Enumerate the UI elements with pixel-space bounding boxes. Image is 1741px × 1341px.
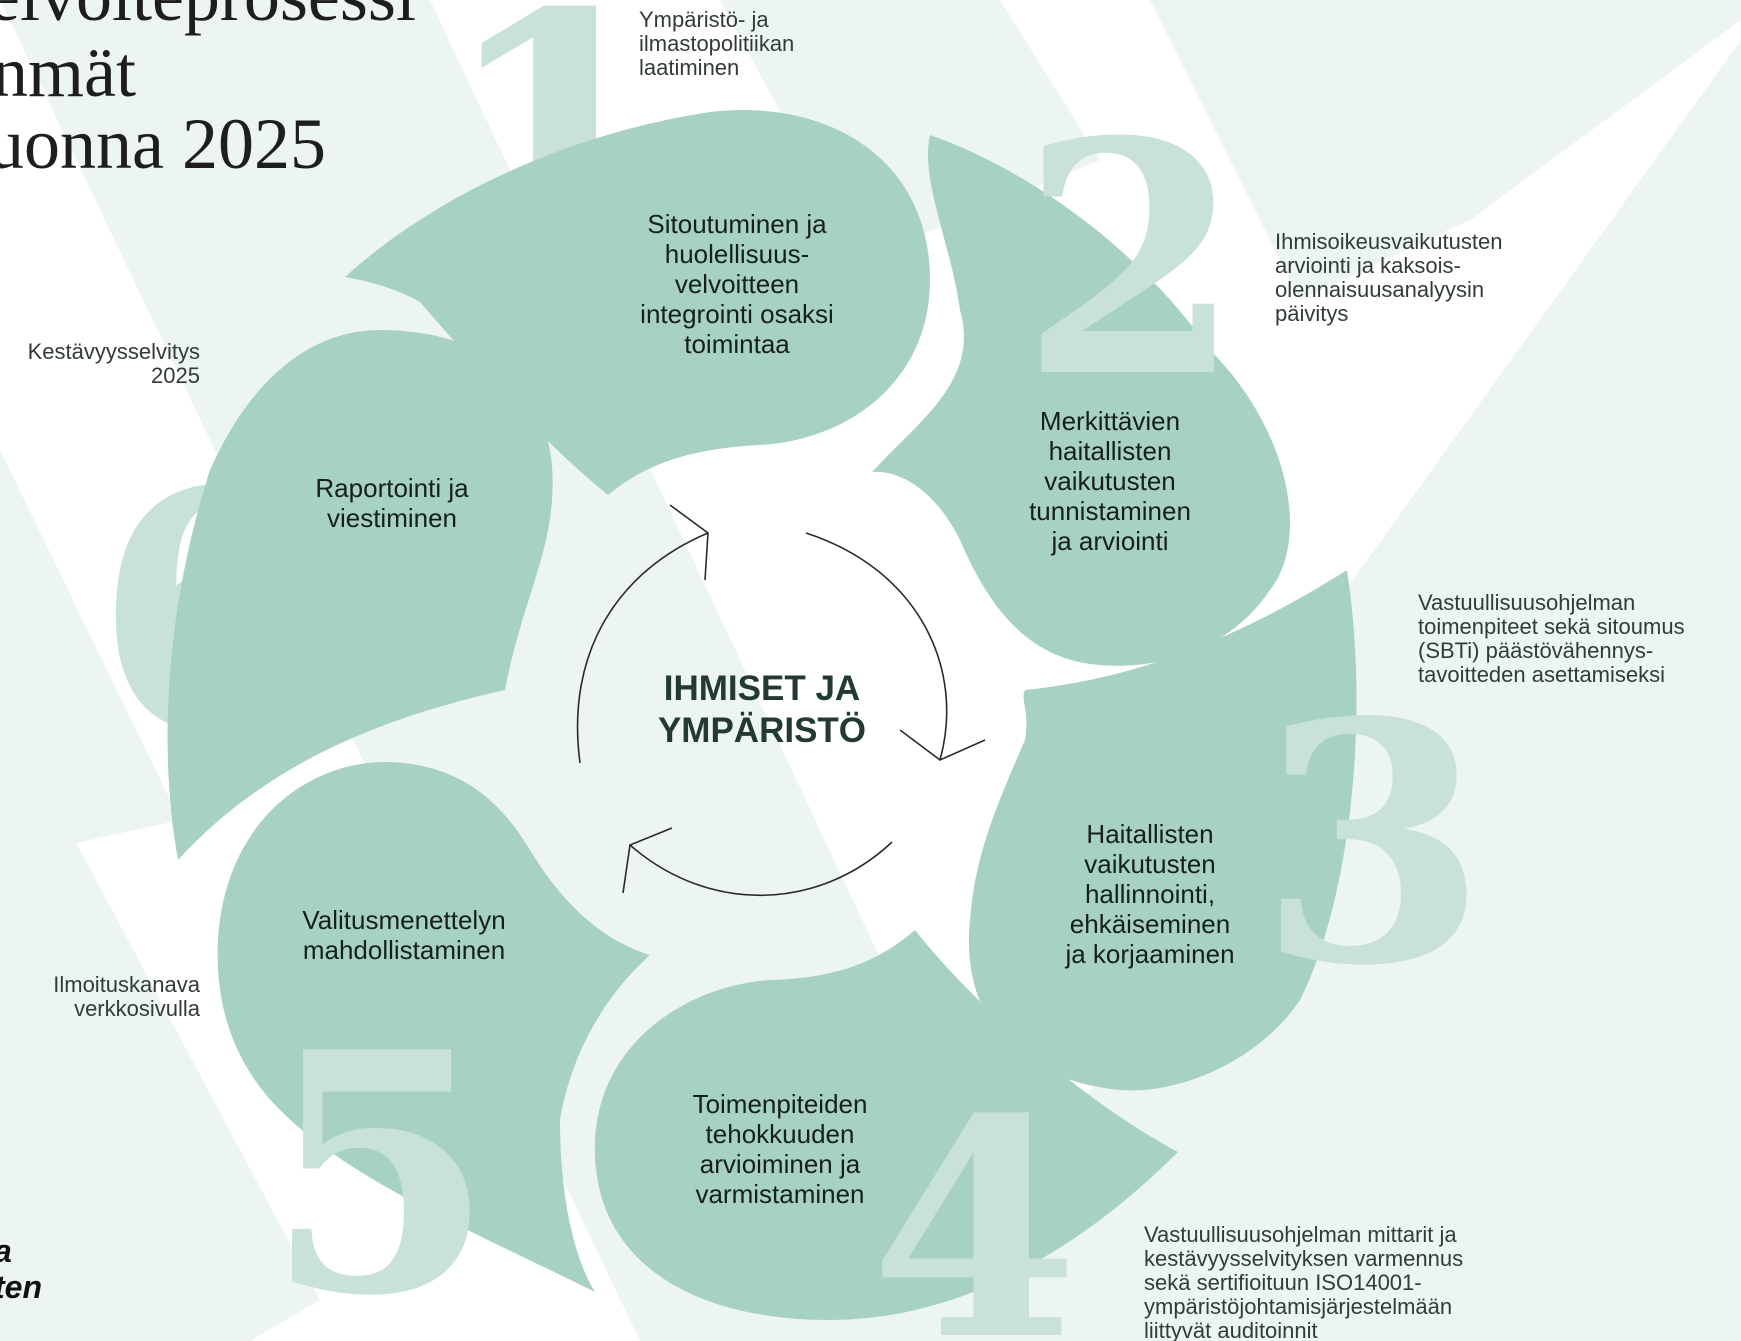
svg-text:arvioiminen ja: arvioiminen ja: [700, 1149, 861, 1179]
step-number-2: 2: [1020, 73, 1243, 448]
svg-text:Ihmisoikeusvaikutusten: Ihmisoikeusvaikutusten: [1275, 229, 1502, 254]
svg-text:haitallisten: haitallisten: [1049, 436, 1172, 466]
petals: [167, 110, 1357, 1320]
svg-text:olennaisuusanalyysin: olennaisuusanalyysin: [1275, 277, 1484, 302]
step-3-label: Haitallisten vaikutusten hallinnointi, e…: [1064, 819, 1234, 969]
step-6-label: Raportointi ja viestiminen: [315, 473, 469, 533]
step-number-3: 3: [1258, 650, 1488, 1038]
svg-text:Valitusmenettelyn: Valitusmenettelyn: [302, 905, 505, 935]
svg-text:tunnistaminen: tunnistaminen: [1029, 496, 1191, 526]
note-step-6: Kestävyysselvitys 2025: [28, 339, 200, 388]
svg-text:(SBTi) päästövähennys-: (SBTi) päästövähennys-: [1418, 638, 1653, 663]
center-label: IHMISET JA YMPÄRISTÖ: [658, 669, 866, 750]
svg-text:Merkittävien: Merkittävien: [1040, 406, 1180, 436]
svg-text:elvoiteprosessi: elvoiteprosessi: [0, 0, 416, 36]
svg-text:mahdollistaminen: mahdollistaminen: [303, 935, 505, 965]
svg-text:Haitallisten: Haitallisten: [1086, 819, 1213, 849]
svg-text:tavoitteden asettamiseksi: tavoitteden asettamiseksi: [1418, 662, 1665, 687]
svg-text:velvoitteen: velvoitteen: [675, 269, 799, 299]
svg-text:Vastuullisuusohjelman mittarit: Vastuullisuusohjelman mittarit ja: [1144, 1222, 1457, 1247]
svg-text:Toimenpiteiden: Toimenpiteiden: [693, 1089, 868, 1119]
note-step-2: Ihmisoikeusvaikutusten arviointi ja kaks…: [1275, 229, 1502, 326]
step-1-label: Sitoutuminen ja huolellisuus- velvoittee…: [640, 209, 834, 359]
svg-text:Ilmoituskanava: Ilmoituskanava: [53, 972, 201, 997]
step-5-label: Valitusmenettelyn mahdollistaminen: [302, 905, 505, 965]
center-line-1: IHMISET JA: [664, 669, 860, 708]
svg-text:ehkäiseminen: ehkäiseminen: [1070, 909, 1230, 939]
arrow-arc-bottom: [629, 841, 893, 897]
svg-text:varmistaminen: varmistaminen: [695, 1179, 864, 1209]
svg-text:Ympäristö- ja: Ympäristö- ja: [639, 7, 769, 32]
note-step-3: Vastuullisuusohjelman toimenpiteet sekä …: [1418, 590, 1685, 687]
arrow-head-right: [899, 729, 986, 761]
petal-step-6: [167, 330, 553, 860]
petal-step-4: [594, 930, 1178, 1320]
svg-text:vaikutusten: vaikutusten: [1084, 849, 1216, 879]
step-number-5: 5: [265, 980, 495, 1341]
svg-text:hallinnointi,: hallinnointi,: [1085, 879, 1215, 909]
svg-text:ja korjaaminen: ja korjaaminen: [1064, 939, 1234, 969]
svg-text:laatiminen: laatiminen: [639, 55, 739, 80]
svg-text:uonna 2025: uonna 2025: [0, 104, 326, 184]
step-2-label: Merkittävien haitallisten vaikutusten tu…: [1029, 406, 1191, 556]
svg-text:päivitys: päivitys: [1275, 301, 1348, 326]
petal-step-2: [872, 135, 1290, 666]
svg-text:verkkosivulla: verkkosivulla: [74, 996, 201, 1021]
svg-text:arviointi ja kaksois-: arviointi ja kaksois-: [1275, 253, 1461, 278]
svg-text:a: a: [0, 1233, 12, 1269]
svg-text:2025: 2025: [151, 363, 200, 388]
petal-step-3: [968, 570, 1357, 1091]
svg-text:Sitoutuminen ja: Sitoutuminen ja: [647, 209, 827, 239]
svg-text:integrointi osaksi: integrointi osaksi: [640, 299, 834, 329]
svg-text:ympäristöjohtamisjärjestelmään: ympäristöjohtamisjärjestelmään: [1144, 1294, 1452, 1319]
step-labels: Sitoutuminen ja huolellisuus- velvoittee…: [302, 209, 1234, 1209]
petal-step-5: [217, 761, 650, 1292]
svg-text:viestiminen: viestiminen: [327, 503, 457, 533]
svg-text:Kestävyysselvitys: Kestävyysselvitys: [28, 339, 200, 364]
arrow-head-bottom: [622, 827, 673, 894]
arrow-arc-right: [805, 532, 948, 761]
svg-text:ten: ten: [0, 1269, 42, 1305]
side-notes: Ympäristö- ja ilmastopolitiikan laatimin…: [28, 7, 1685, 1341]
step-number-4: 4: [870, 1053, 1079, 1341]
page-title: elvoiteprosessi nmät uonna 2025: [0, 0, 416, 184]
svg-text:toimenpiteet sekä sitoumus: toimenpiteet sekä sitoumus: [1418, 614, 1685, 639]
svg-text:kestävyysselvityksen varmennus: kestävyysselvityksen varmennus: [1144, 1246, 1463, 1271]
svg-text:tehokkuuden: tehokkuuden: [706, 1119, 855, 1149]
svg-text:ja arviointi: ja arviointi: [1050, 526, 1168, 556]
bottom-left-text: a ten: [0, 1233, 42, 1305]
svg-text:liittyvät auditoinnit: liittyvät auditoinnit: [1144, 1318, 1318, 1341]
svg-text:ilmastopolitiikan: ilmastopolitiikan: [639, 31, 794, 56]
svg-text:Raportointi ja: Raportointi ja: [315, 473, 469, 503]
svg-text:vaikutusten: vaikutusten: [1044, 466, 1176, 496]
note-step-4: Vastuullisuusohjelman mittarit ja kestäv…: [1144, 1222, 1463, 1341]
cycle-arrows: [576, 504, 986, 897]
step-numerals-front: 2 3 4 5: [265, 73, 1488, 1341]
arrow-arc-top: [576, 532, 709, 764]
step-4-label: Toimenpiteiden tehokkuuden arvioiminen j…: [693, 1089, 868, 1209]
note-step-5: Ilmoituskanava verkkosivulla: [53, 972, 201, 1021]
svg-text:huolellisuus-: huolellisuus-: [665, 239, 810, 269]
svg-text:nmät: nmät: [0, 32, 136, 112]
svg-text:Vastuullisuusohjelman: Vastuullisuusohjelman: [1418, 590, 1635, 615]
svg-text:sekä sertifioituun ISO14001-: sekä sertifioituun ISO14001-: [1144, 1270, 1422, 1295]
center-line-2: YMPÄRISTÖ: [658, 711, 866, 750]
note-step-1: Ympäristö- ja ilmastopolitiikan laatimin…: [639, 7, 794, 80]
arrow-head-top: [669, 504, 709, 581]
svg-text:toimintaa: toimintaa: [684, 329, 790, 359]
petal-step-1: [345, 110, 930, 496]
